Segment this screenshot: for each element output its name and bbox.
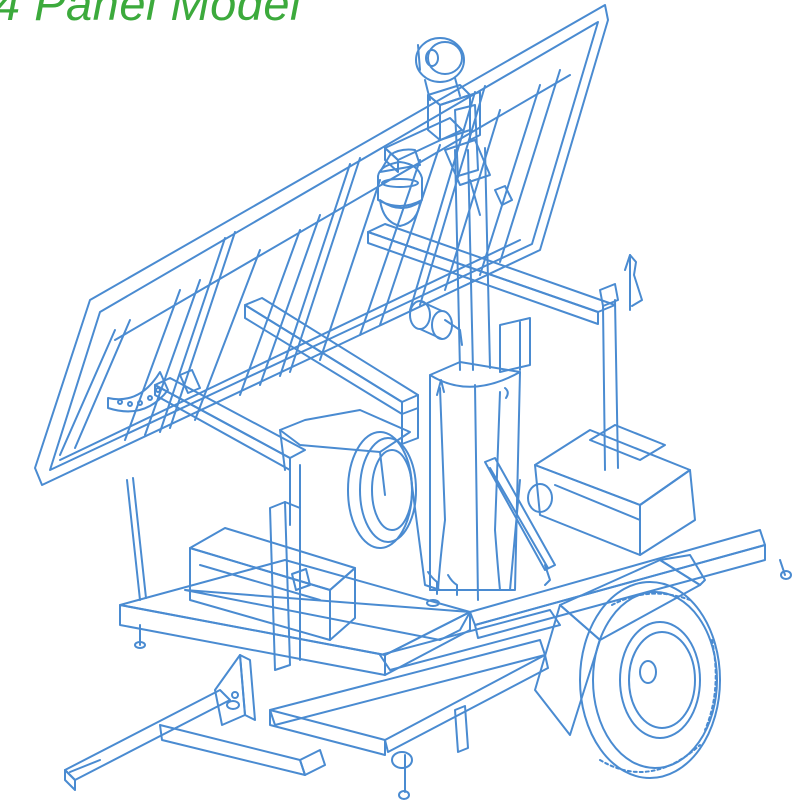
dome-camera (377, 161, 423, 227)
mast-head (427, 84, 491, 216)
battery-box-rear (279, 409, 411, 496)
corner-posts (269, 501, 469, 753)
panel-tilt-bracket (107, 371, 169, 413)
upper-frame (154, 223, 643, 526)
wheel-assembly (534, 554, 721, 779)
camera-arm (379, 117, 463, 173)
page-title: 4 Panel Model (0, 0, 301, 30)
battery-box-right (534, 424, 696, 556)
mast-handle (126, 477, 147, 601)
camera-mast (409, 147, 521, 607)
cable-drum (347, 431, 417, 549)
jockey-bracket (214, 654, 256, 726)
solar-panel-array (34, 4, 609, 486)
outrigger-arm (484, 457, 556, 586)
stabiliser-legs (134, 559, 792, 800)
trailer-chassis (119, 529, 766, 756)
towbar (64, 689, 326, 791)
mast-pulley (415, 37, 465, 101)
winch-spool (409, 300, 463, 346)
